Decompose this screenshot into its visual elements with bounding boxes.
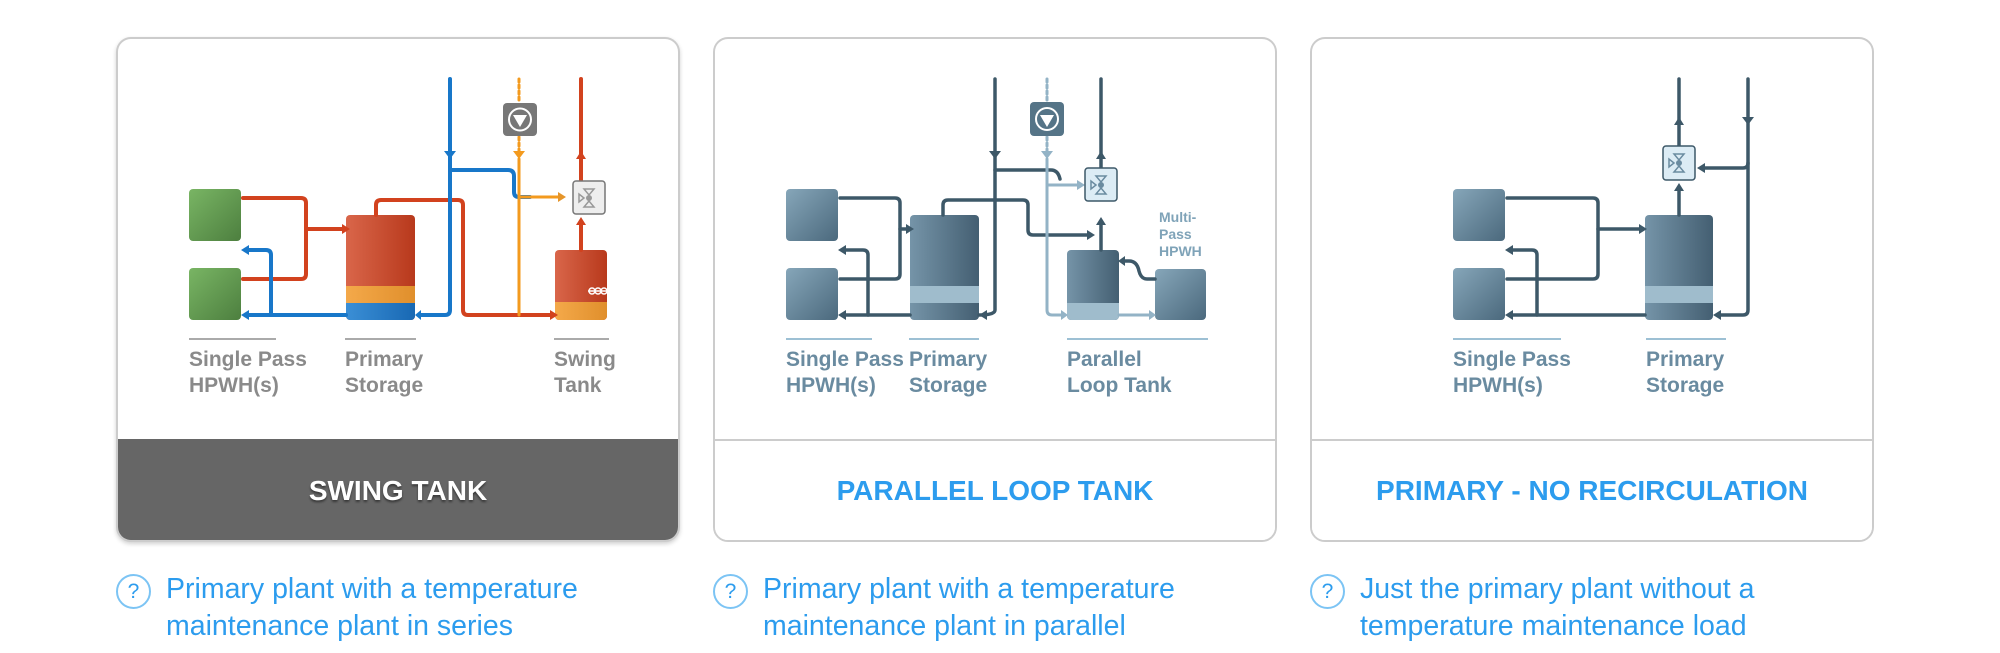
recirculation-pump-icon: [503, 103, 537, 136]
label-hpwh-line1: Single Pass: [189, 348, 307, 371]
swing-tank-card[interactable]: Single Pass HPWH(s) Primary Storage Swin…: [116, 37, 680, 542]
multi-pass-hpwh: [1155, 269, 1206, 320]
label-primary-line1: Primary: [345, 348, 424, 371]
primary-storage-tank: [346, 215, 415, 320]
parallel-loop-tank-card[interactable]: Multi- Pass HPWH Single Pass HPWH(s) Pri…: [713, 37, 1277, 542]
heating-element-icon: [588, 287, 608, 295]
description-line: Primary plant with a temperature: [763, 573, 1175, 605]
option-description: ? Just the primary plant without a tempe…: [1310, 571, 1874, 645]
description-line: temperature maintenance load: [1360, 610, 1747, 642]
primary-storage-tank: [910, 215, 979, 320]
option-primary-no-recirculation: Single Pass HPWH(s) Primary Storage PRIM…: [1310, 37, 1874, 642]
hpwh-unit-1: [786, 189, 838, 241]
label-swing-line2: Tank: [554, 374, 602, 397]
label-primary-line2: Storage: [345, 374, 423, 397]
label-hpwh-line2: HPWH(s): [189, 374, 279, 397]
description-line: maintenance plant in parallel: [763, 610, 1126, 642]
option-description: ? Primary plant with a temperature maint…: [713, 571, 1277, 645]
label-hpwh-line1: Single Pass: [1453, 348, 1571, 371]
hpwh-unit-2: [786, 268, 838, 320]
label-hpwh-line1: Single Pass: [786, 348, 904, 371]
hpwh-unit-2: [1453, 268, 1505, 320]
hpwh-unit-2: [189, 268, 241, 320]
label-swing-line1: Swing: [554, 348, 616, 371]
label-multipass-line3: HPWH: [1159, 243, 1202, 259]
mixing-valve-icon: [1084, 167, 1118, 202]
description-text: Just the primary plant without a tempera…: [1360, 571, 1754, 645]
swing-tank: [555, 250, 608, 320]
label-hpwh-line2: HPWH(s): [786, 374, 876, 397]
help-icon[interactable]: ?: [713, 574, 748, 609]
label-primary-line1: Primary: [1646, 348, 1725, 371]
description-text: Primary plant with a temperature mainten…: [763, 571, 1175, 645]
hpwh-unit-1: [1453, 189, 1505, 241]
card-title: SWING TANK: [308, 474, 488, 506]
description-line: Primary plant with a temperature: [166, 573, 578, 605]
card-title: PRIMARY - NO RECIRCULATION: [1376, 474, 1808, 506]
card-footer: SWING TANK: [118, 439, 678, 540]
parallel-loop-tank: [1067, 250, 1119, 320]
description-line: maintenance plant in series: [166, 610, 513, 642]
label-hpwh-line2: HPWH(s): [1453, 374, 1543, 397]
primary-storage-tank: [1645, 215, 1713, 320]
label-primary-line2: Storage: [909, 374, 987, 397]
swing-tank-diagram: Single Pass HPWH(s) Primary Storage Swin…: [189, 77, 616, 397]
card-title: PARALLEL LOOP TANK: [836, 474, 1154, 506]
card-footer: PARALLEL LOOP TANK: [715, 439, 1275, 540]
primary-no-recirculation-card[interactable]: Single Pass HPWH(s) Primary Storage PRIM…: [1310, 37, 1874, 542]
label-loop-line2: Loop Tank: [1067, 374, 1172, 397]
parallel-loop-tank-diagram: Multi- Pass HPWH Single Pass HPWH(s) Pri…: [786, 77, 1208, 397]
description-text: Primary plant with a temperature mainten…: [166, 571, 578, 645]
recirculation-pump-icon: [1030, 102, 1064, 136]
option-parallel-loop-tank: Multi- Pass HPWH Single Pass HPWH(s) Pri…: [713, 37, 1277, 642]
card-footer: PRIMARY - NO RECIRCULATION: [1312, 439, 1872, 540]
mixing-valve-icon: [1662, 145, 1696, 181]
label-multipass-line1: Multi-: [1159, 209, 1197, 225]
hot-pipe: [241, 196, 344, 231]
label-loop-line1: Parallel: [1067, 348, 1142, 371]
label-multipass-line2: Pass: [1159, 226, 1192, 242]
label-primary-line2: Storage: [1646, 374, 1724, 397]
option-swing-tank: Single Pass HPWH(s) Primary Storage Swin…: [116, 37, 680, 642]
primary-no-recirculation-diagram: Single Pass HPWH(s) Primary Storage: [1453, 77, 1754, 397]
help-icon[interactable]: ?: [116, 574, 151, 609]
help-icon[interactable]: ?: [1310, 574, 1345, 609]
label-primary-line1: Primary: [909, 348, 988, 371]
option-description: ? Primary plant with a temperature maint…: [116, 571, 680, 645]
hpwh-unit-1: [189, 189, 241, 241]
mixing-valve-icon: [572, 180, 606, 215]
description-line: Just the primary plant without a: [1360, 573, 1755, 605]
